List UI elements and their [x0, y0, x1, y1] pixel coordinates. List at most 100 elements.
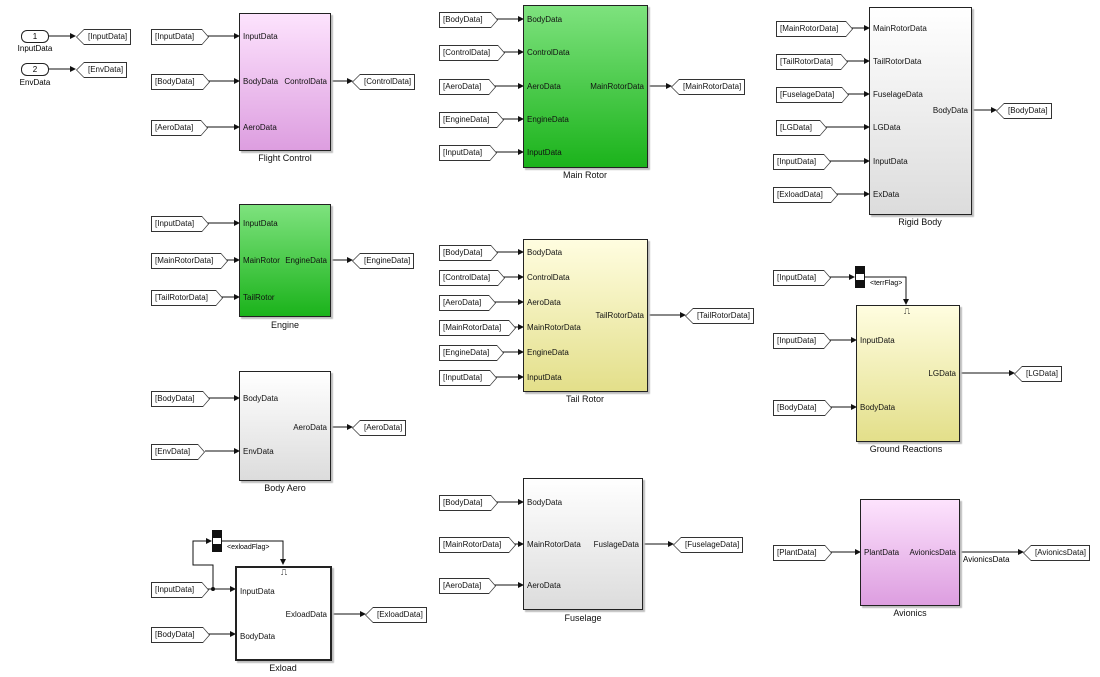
- output-port-label: TailRotorData: [595, 311, 644, 320]
- input-port-label: InputData: [240, 587, 275, 596]
- from-tag[interactable]: [BodyData]: [773, 400, 832, 416]
- avionics-block[interactable]: PlantData AvionicsData: [860, 499, 960, 606]
- inport-2[interactable]: 2: [21, 63, 49, 76]
- exload-flag-signal: <exloadFlag>: [227, 544, 270, 551]
- from-tag[interactable]: [LGData]: [776, 120, 828, 136]
- bus-selector[interactable]: [212, 530, 222, 552]
- from-tag[interactable]: [InputData]: [151, 582, 210, 598]
- from-tag[interactable]: [BodyData]: [439, 245, 498, 261]
- output-port-label: FuslageData: [593, 540, 639, 549]
- from-tag[interactable]: [InputData]: [773, 270, 832, 286]
- block-caption: Fuselage: [564, 613, 602, 623]
- flight-control-block[interactable]: InputData BodyData AeroData ControlData: [239, 13, 331, 151]
- goto-tag[interactable]: [EngineData]: [351, 253, 415, 269]
- input-port-label: MainRotorData: [527, 540, 581, 549]
- fuselage-block[interactable]: BodyData MainRotorData AeroData FuslageD…: [523, 478, 643, 610]
- from-tag[interactable]: [InputData]: [439, 145, 498, 161]
- input-port-label: BodyData: [527, 498, 563, 507]
- output-port-label: AeroData: [293, 423, 327, 432]
- input-port-label: MainRotorData: [527, 323, 581, 332]
- from-tag[interactable]: [InputData]: [151, 216, 210, 232]
- output-port-label: EngineData: [285, 256, 327, 265]
- block-caption: Rigid Body: [898, 217, 942, 227]
- goto-envdata[interactable]: [EnvData]: [75, 62, 128, 78]
- from-tag[interactable]: [TailRotorData]: [776, 54, 848, 70]
- engine-block[interactable]: InputData MainRotor TailRotor EngineData: [239, 204, 331, 317]
- input-port-label: TailRotorData: [873, 57, 922, 66]
- from-tag[interactable]: [InputData]: [439, 370, 498, 386]
- input-port-label: MainRotor: [243, 256, 280, 265]
- avionics-output-line-label: AvionicsData: [963, 555, 1010, 564]
- inport-number: 2: [32, 65, 38, 74]
- goto-inputdata[interactable]: [InputData]: [75, 29, 132, 45]
- bus-selector[interactable]: [855, 266, 865, 288]
- block-caption: Exload: [269, 663, 297, 673]
- block-caption: Main Rotor: [562, 170, 608, 180]
- from-tag[interactable]: [AeroData]: [439, 295, 497, 311]
- from-tag[interactable]: [ExloadData]: [773, 187, 838, 203]
- from-tag[interactable]: [EnvData]: [151, 444, 206, 460]
- body-aero-block[interactable]: BodyData EnvData AeroData: [239, 371, 331, 481]
- from-tag[interactable]: [AeroData]: [439, 578, 497, 594]
- inport-1[interactable]: 1: [21, 30, 49, 43]
- input-port-label: FuselageData: [873, 90, 923, 99]
- input-port-label: EngineData: [527, 115, 569, 124]
- goto-tag[interactable]: [TailRotorData]: [685, 308, 754, 324]
- from-tag[interactable]: [AeroData]: [439, 79, 497, 95]
- from-tag[interactable]: [InputData]: [773, 154, 832, 170]
- block-caption: Body Aero: [264, 483, 306, 493]
- from-tag[interactable]: [ControlData]: [439, 45, 506, 61]
- terr-flag-signal: <terrFlag>: [870, 280, 903, 287]
- from-tag[interactable]: [BodyData]: [151, 627, 210, 643]
- goto-tag[interactable]: [ExloadData]: [365, 607, 427, 623]
- from-tag[interactable]: [ControlData]: [439, 270, 506, 286]
- output-port-label: AvionicsData: [909, 548, 956, 557]
- from-tag[interactable]: [MainRotorData]: [439, 320, 517, 336]
- from-tag[interactable]: [BodyData]: [151, 391, 210, 407]
- inport-number: 1: [32, 32, 38, 41]
- goto-tag[interactable]: [FuselageData]: [672, 537, 744, 553]
- tail-rotor-block[interactable]: BodyData ControlData AeroData MainRotorD…: [523, 239, 648, 392]
- input-port-label: InputData: [873, 157, 908, 166]
- goto-tag[interactable]: [ControlData]: [351, 74, 416, 90]
- input-port-label: BodyData: [240, 632, 276, 641]
- input-port-label: BodyData: [243, 77, 279, 86]
- from-tag[interactable]: [TailRotorData]: [151, 290, 223, 306]
- from-tag[interactable]: [InputData]: [773, 333, 832, 349]
- input-port-label: InputData: [527, 148, 562, 157]
- branch-point: [211, 587, 215, 591]
- output-port-label: ExloadData: [285, 610, 327, 619]
- goto-tag[interactable]: [AvionicsData]: [1023, 545, 1090, 561]
- output-port-label: MainRotorData: [590, 82, 644, 91]
- from-tag[interactable]: [MainRotorData]: [439, 537, 517, 553]
- from-tag[interactable]: [MainRotorData]: [151, 253, 229, 269]
- exload-block[interactable]: ⎍ InputData BodyData ExloadData: [235, 566, 332, 661]
- output-port-label: BodyData: [932, 106, 968, 115]
- goto-tag[interactable]: [BodyData]: [996, 103, 1052, 119]
- goto-tag[interactable]: [LGData]: [1013, 366, 1063, 382]
- ground-reactions-block[interactable]: ⎍ InputData BodyData LGData: [856, 305, 960, 442]
- from-tag[interactable]: [AeroData]: [151, 120, 209, 136]
- rigid-body-block[interactable]: MainRotorData TailRotorData FuselageData…: [869, 7, 972, 215]
- from-tag[interactable]: [EngineData]: [439, 112, 505, 128]
- from-tag[interactable]: [BodyData]: [439, 495, 498, 511]
- input-port-label: EnvData: [243, 447, 274, 456]
- goto-tag[interactable]: [MainRotorData]: [670, 79, 746, 95]
- goto-tag[interactable]: [AeroData]: [351, 420, 407, 436]
- input-port-label: ControlData: [527, 273, 570, 282]
- input-port-label: AeroData: [527, 581, 561, 590]
- from-tag[interactable]: [EngineData]: [439, 345, 505, 361]
- main-rotor-block[interactable]: BodyData ControlData AeroData EngineData…: [523, 5, 648, 168]
- from-tag[interactable]: [FuselageData]: [776, 87, 850, 103]
- from-tag[interactable]: [InputData]: [151, 29, 210, 45]
- from-tag[interactable]: [BodyData]: [151, 74, 210, 90]
- input-port-label: PlantData: [864, 548, 900, 557]
- from-tag[interactable]: [PlantData]: [773, 545, 832, 561]
- from-tag[interactable]: [BodyData]: [439, 12, 498, 28]
- input-port-label: AeroData: [527, 298, 561, 307]
- input-port-label: AeroData: [243, 123, 277, 132]
- block-caption: Engine: [270, 320, 300, 330]
- input-port-label: InputData: [243, 219, 278, 228]
- from-tag[interactable]: [MainRotorData]: [776, 21, 854, 37]
- block-caption: Ground Reactions: [869, 444, 943, 454]
